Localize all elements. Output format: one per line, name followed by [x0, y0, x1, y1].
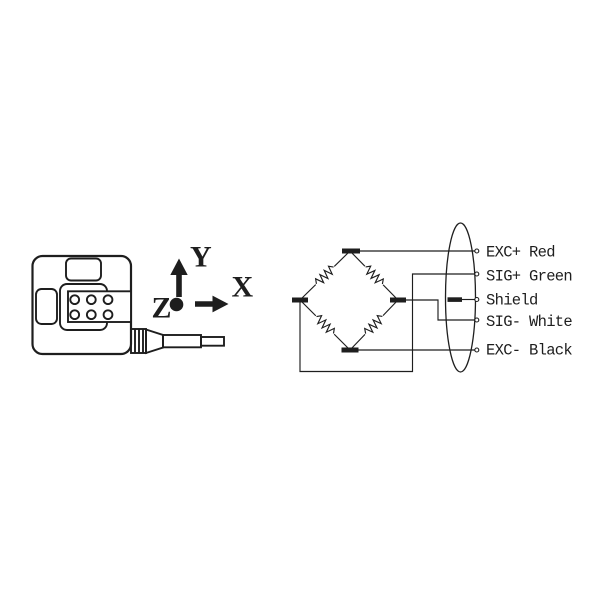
wire-sig-plus [299, 273, 475, 373]
axis-indicator: Y X Z [152, 241, 254, 325]
wire-runs [299, 250, 475, 373]
bridge-circuit [292, 248, 406, 353]
connector-pin-hole [69, 294, 81, 306]
cable-tip [200, 336, 225, 347]
shield-conductor-bar [447, 297, 462, 302]
wire-label-sig-minus: SIG- White [486, 313, 572, 331]
terminal-sig-plus [474, 271, 480, 277]
wire-label-shield: Shield [486, 292, 538, 310]
axis-label-y: Y [190, 241, 212, 274]
load-cell-side-boss [35, 288, 58, 325]
wire-labels: EXC+ Red SIG+ Green Shield SIG- White EX… [486, 244, 573, 360]
wire-label-sig-plus: SIG+ Green [486, 268, 572, 286]
load-cell-top-boss [65, 257, 102, 282]
axis-label-x: X [232, 271, 254, 304]
connector-pin-hole [85, 294, 97, 306]
terminal-shield [474, 296, 480, 303]
wire-terminals [474, 248, 480, 353]
x-axis-arrow-icon [195, 295, 229, 313]
wire-label-exc-plus: EXC+ Red [486, 244, 555, 262]
wire-sig-minus [406, 299, 475, 321]
cable-taper [145, 328, 164, 355]
y-axis-arrow-icon [170, 258, 188, 297]
bridge-node-top [342, 248, 360, 254]
cable-gland [130, 328, 147, 354]
terminal-exc-minus [474, 347, 480, 353]
wire-label-exc-minus: EXC- Black [486, 342, 572, 360]
connector-pin-hole [102, 309, 114, 321]
connector-pin-hole [102, 294, 114, 306]
bridge-node-right [390, 297, 406, 303]
terminal-exc-plus [474, 248, 480, 254]
bridge-node-left [292, 297, 308, 303]
cable-sleeve [162, 334, 202, 349]
connector-pin-hole [85, 309, 97, 321]
connector-pin-hole [69, 309, 81, 321]
terminal-sig-minus [474, 317, 480, 323]
load-cell-drawing [31, 254, 225, 356]
bridge-node-bottom [341, 347, 359, 353]
z-axis-dot-icon [169, 297, 184, 312]
axis-label-z: Z [152, 292, 172, 325]
